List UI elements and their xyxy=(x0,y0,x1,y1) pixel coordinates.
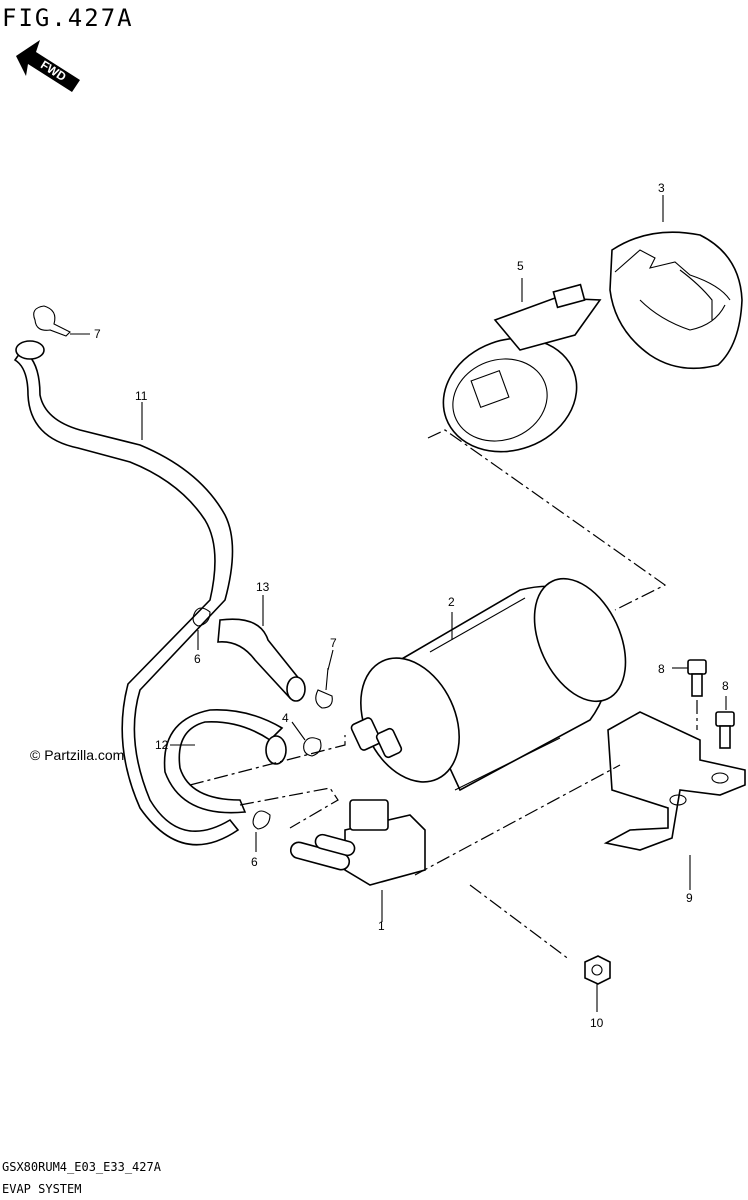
hose-end-11 xyxy=(15,340,45,360)
diagram-code: GSX80RUM4_E03_E33_427A xyxy=(2,1160,161,1174)
clip-part-4 xyxy=(303,737,322,757)
callout-12: 12 xyxy=(155,738,169,752)
callout-8: 8 xyxy=(658,662,665,676)
canister-cover-part-3 xyxy=(609,195,743,370)
purge-valve-part-1 xyxy=(289,799,426,922)
hose-end-12 xyxy=(265,735,287,765)
figure-title: FIG.427A xyxy=(2,4,134,32)
callout-7: 7 xyxy=(94,327,101,341)
watermark-text: © Partzilla.com xyxy=(30,747,124,763)
hose-end-13 xyxy=(286,676,306,702)
guide-line-hose-11 xyxy=(189,735,346,786)
callout-8: 8 xyxy=(722,679,729,693)
callout-10: 10 xyxy=(590,1016,604,1030)
callout-5: 5 xyxy=(517,259,524,273)
clip-part-7-mid xyxy=(315,667,333,709)
callout-9: 9 xyxy=(686,891,693,905)
clamp-band-part-5 xyxy=(442,278,602,453)
callout-2: 2 xyxy=(448,595,455,609)
nut-part-10 xyxy=(584,955,611,1012)
callout-6: 6 xyxy=(194,652,201,666)
clip-part-6-top xyxy=(192,607,211,627)
callout-6: 6 xyxy=(251,855,258,869)
guide-line-canister-clamp xyxy=(427,429,667,611)
fwd-arrow-icon: FWD xyxy=(16,40,80,92)
canister-part-2 xyxy=(350,577,627,792)
hose-part-12 xyxy=(163,709,284,814)
callout-4: 4 xyxy=(282,711,289,725)
bracket-part-9 xyxy=(603,711,746,890)
callout-1: 1 xyxy=(378,919,385,933)
clip-part-6-bottom xyxy=(252,810,271,830)
guide-line-nut-bracket xyxy=(469,884,571,961)
clip-part-7-top xyxy=(33,305,71,337)
callout-7: 7 xyxy=(330,636,337,650)
guide-line-valve-canister xyxy=(414,764,621,876)
guide-line-hose-12 xyxy=(239,787,339,829)
diagram-name: EVAP SYSTEM xyxy=(2,1182,82,1196)
bolt-part-8-left xyxy=(672,659,707,697)
long-hose-part-11 xyxy=(13,348,240,846)
callout-13: 13 xyxy=(256,580,270,594)
callout-3: 3 xyxy=(658,181,665,195)
callout-11: 11 xyxy=(135,389,148,403)
bolt-part-8-right xyxy=(715,696,735,749)
